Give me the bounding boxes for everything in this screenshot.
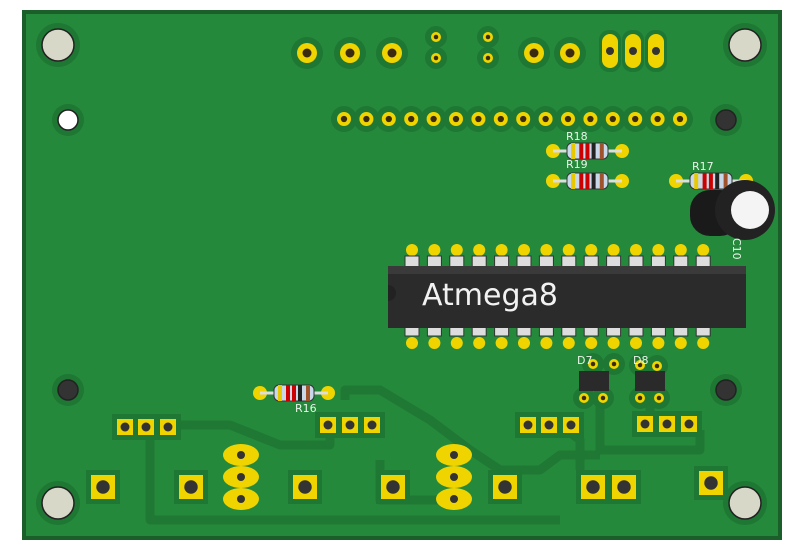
solder-pad	[582, 353, 604, 375]
solder-pad	[353, 106, 380, 132]
pot-pin	[223, 488, 259, 510]
solder-pad	[425, 26, 447, 48]
header-pin	[622, 30, 644, 72]
ic-label: Atmega8	[422, 278, 558, 313]
solder-pad-square	[632, 411, 658, 437]
solder-pad	[375, 106, 402, 132]
solder-pad-square	[359, 412, 385, 438]
solder-pad	[425, 47, 447, 69]
resistor-label-r16: R16	[295, 402, 317, 415]
solder-pad	[477, 47, 499, 69]
solder-pad	[648, 387, 670, 409]
solder-pad	[592, 387, 614, 409]
diode-d8	[635, 371, 665, 391]
pot-pin	[436, 466, 472, 488]
resistor-label-r17: R17	[692, 160, 714, 173]
header-pin	[645, 30, 667, 72]
solder-pad	[532, 106, 559, 132]
solder-pad	[554, 37, 586, 69]
solder-pad-square	[174, 470, 208, 504]
solder-pad	[443, 106, 469, 132]
solder-pad	[510, 106, 537, 132]
solder-pad	[487, 106, 514, 132]
pot-pin	[223, 466, 259, 488]
solder-pad	[555, 106, 581, 132]
solder-pad	[420, 106, 447, 132]
solder-pad-square	[315, 412, 341, 438]
solder-pad	[603, 353, 625, 375]
solder-pad	[577, 106, 604, 132]
solder-pad	[629, 387, 651, 409]
mounting-hole	[710, 104, 742, 136]
mounting-hole	[52, 104, 84, 136]
solder-pad	[477, 26, 499, 48]
solder-pad	[334, 37, 366, 69]
solder-pad	[644, 106, 671, 132]
mounting-hole	[723, 481, 767, 525]
mounting-hole	[36, 23, 80, 67]
resistor	[253, 384, 335, 402]
solder-pad	[398, 106, 425, 132]
solder-pad-square	[133, 414, 159, 440]
solder-pad	[518, 37, 550, 69]
header-pin	[599, 30, 621, 72]
resistor	[669, 172, 753, 190]
diode-d7	[579, 371, 609, 391]
solder-pad-square	[576, 470, 610, 504]
mounting-hole	[36, 481, 80, 525]
resistor	[546, 172, 629, 190]
solder-pad	[667, 106, 693, 132]
solder-pad	[331, 106, 357, 132]
solder-pad	[599, 106, 626, 132]
mounting-hole	[52, 374, 84, 406]
solder-pad-square	[676, 411, 702, 437]
diode-label-d8: D8	[633, 354, 648, 367]
solder-pad-square	[288, 470, 322, 504]
solder-pad-square	[654, 411, 680, 437]
solder-pad-square	[536, 412, 562, 438]
solder-pad-square	[694, 466, 728, 500]
solder-pad-square	[86, 470, 120, 504]
capacitor-label: C10	[730, 238, 743, 260]
solder-pad-square	[558, 412, 584, 438]
resistor-label-r18: R18	[566, 130, 588, 143]
electrolytic-capacitor	[690, 180, 775, 240]
solder-pad	[376, 37, 408, 69]
solder-pad	[622, 106, 649, 132]
solder-pad	[573, 387, 595, 409]
mounting-hole	[723, 23, 767, 67]
solder-pad-square	[376, 470, 410, 504]
mounting-hole	[710, 374, 742, 406]
solder-pad-square	[337, 412, 363, 438]
solder-pad	[629, 354, 651, 376]
solder-pad-square	[155, 414, 181, 440]
resistor-label-r19: R19	[566, 158, 588, 171]
atmega8-chip	[388, 266, 746, 328]
pot-pin	[436, 444, 472, 466]
resistor	[546, 142, 629, 160]
solder-pad-square	[488, 470, 522, 504]
solder-pad-square	[607, 470, 641, 504]
solder-pad	[291, 37, 323, 69]
diode-label-d7: D7	[577, 354, 592, 367]
pot-pin	[436, 488, 472, 510]
pot-pin	[223, 444, 259, 466]
solder-pad	[465, 106, 492, 132]
